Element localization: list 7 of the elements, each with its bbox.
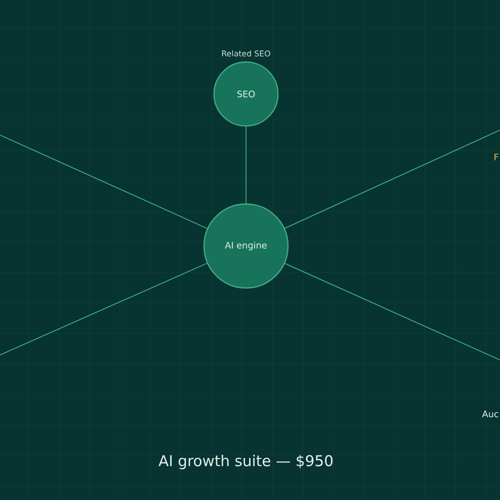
connector-line <box>0 134 208 229</box>
side-label: F <box>494 154 498 160</box>
connector-line <box>284 130 500 229</box>
connector-line <box>0 262 208 356</box>
side-label: Auc <box>482 410 498 418</box>
connector-line <box>284 263 500 360</box>
title: AI growth suite — $950 <box>158 454 333 470</box>
